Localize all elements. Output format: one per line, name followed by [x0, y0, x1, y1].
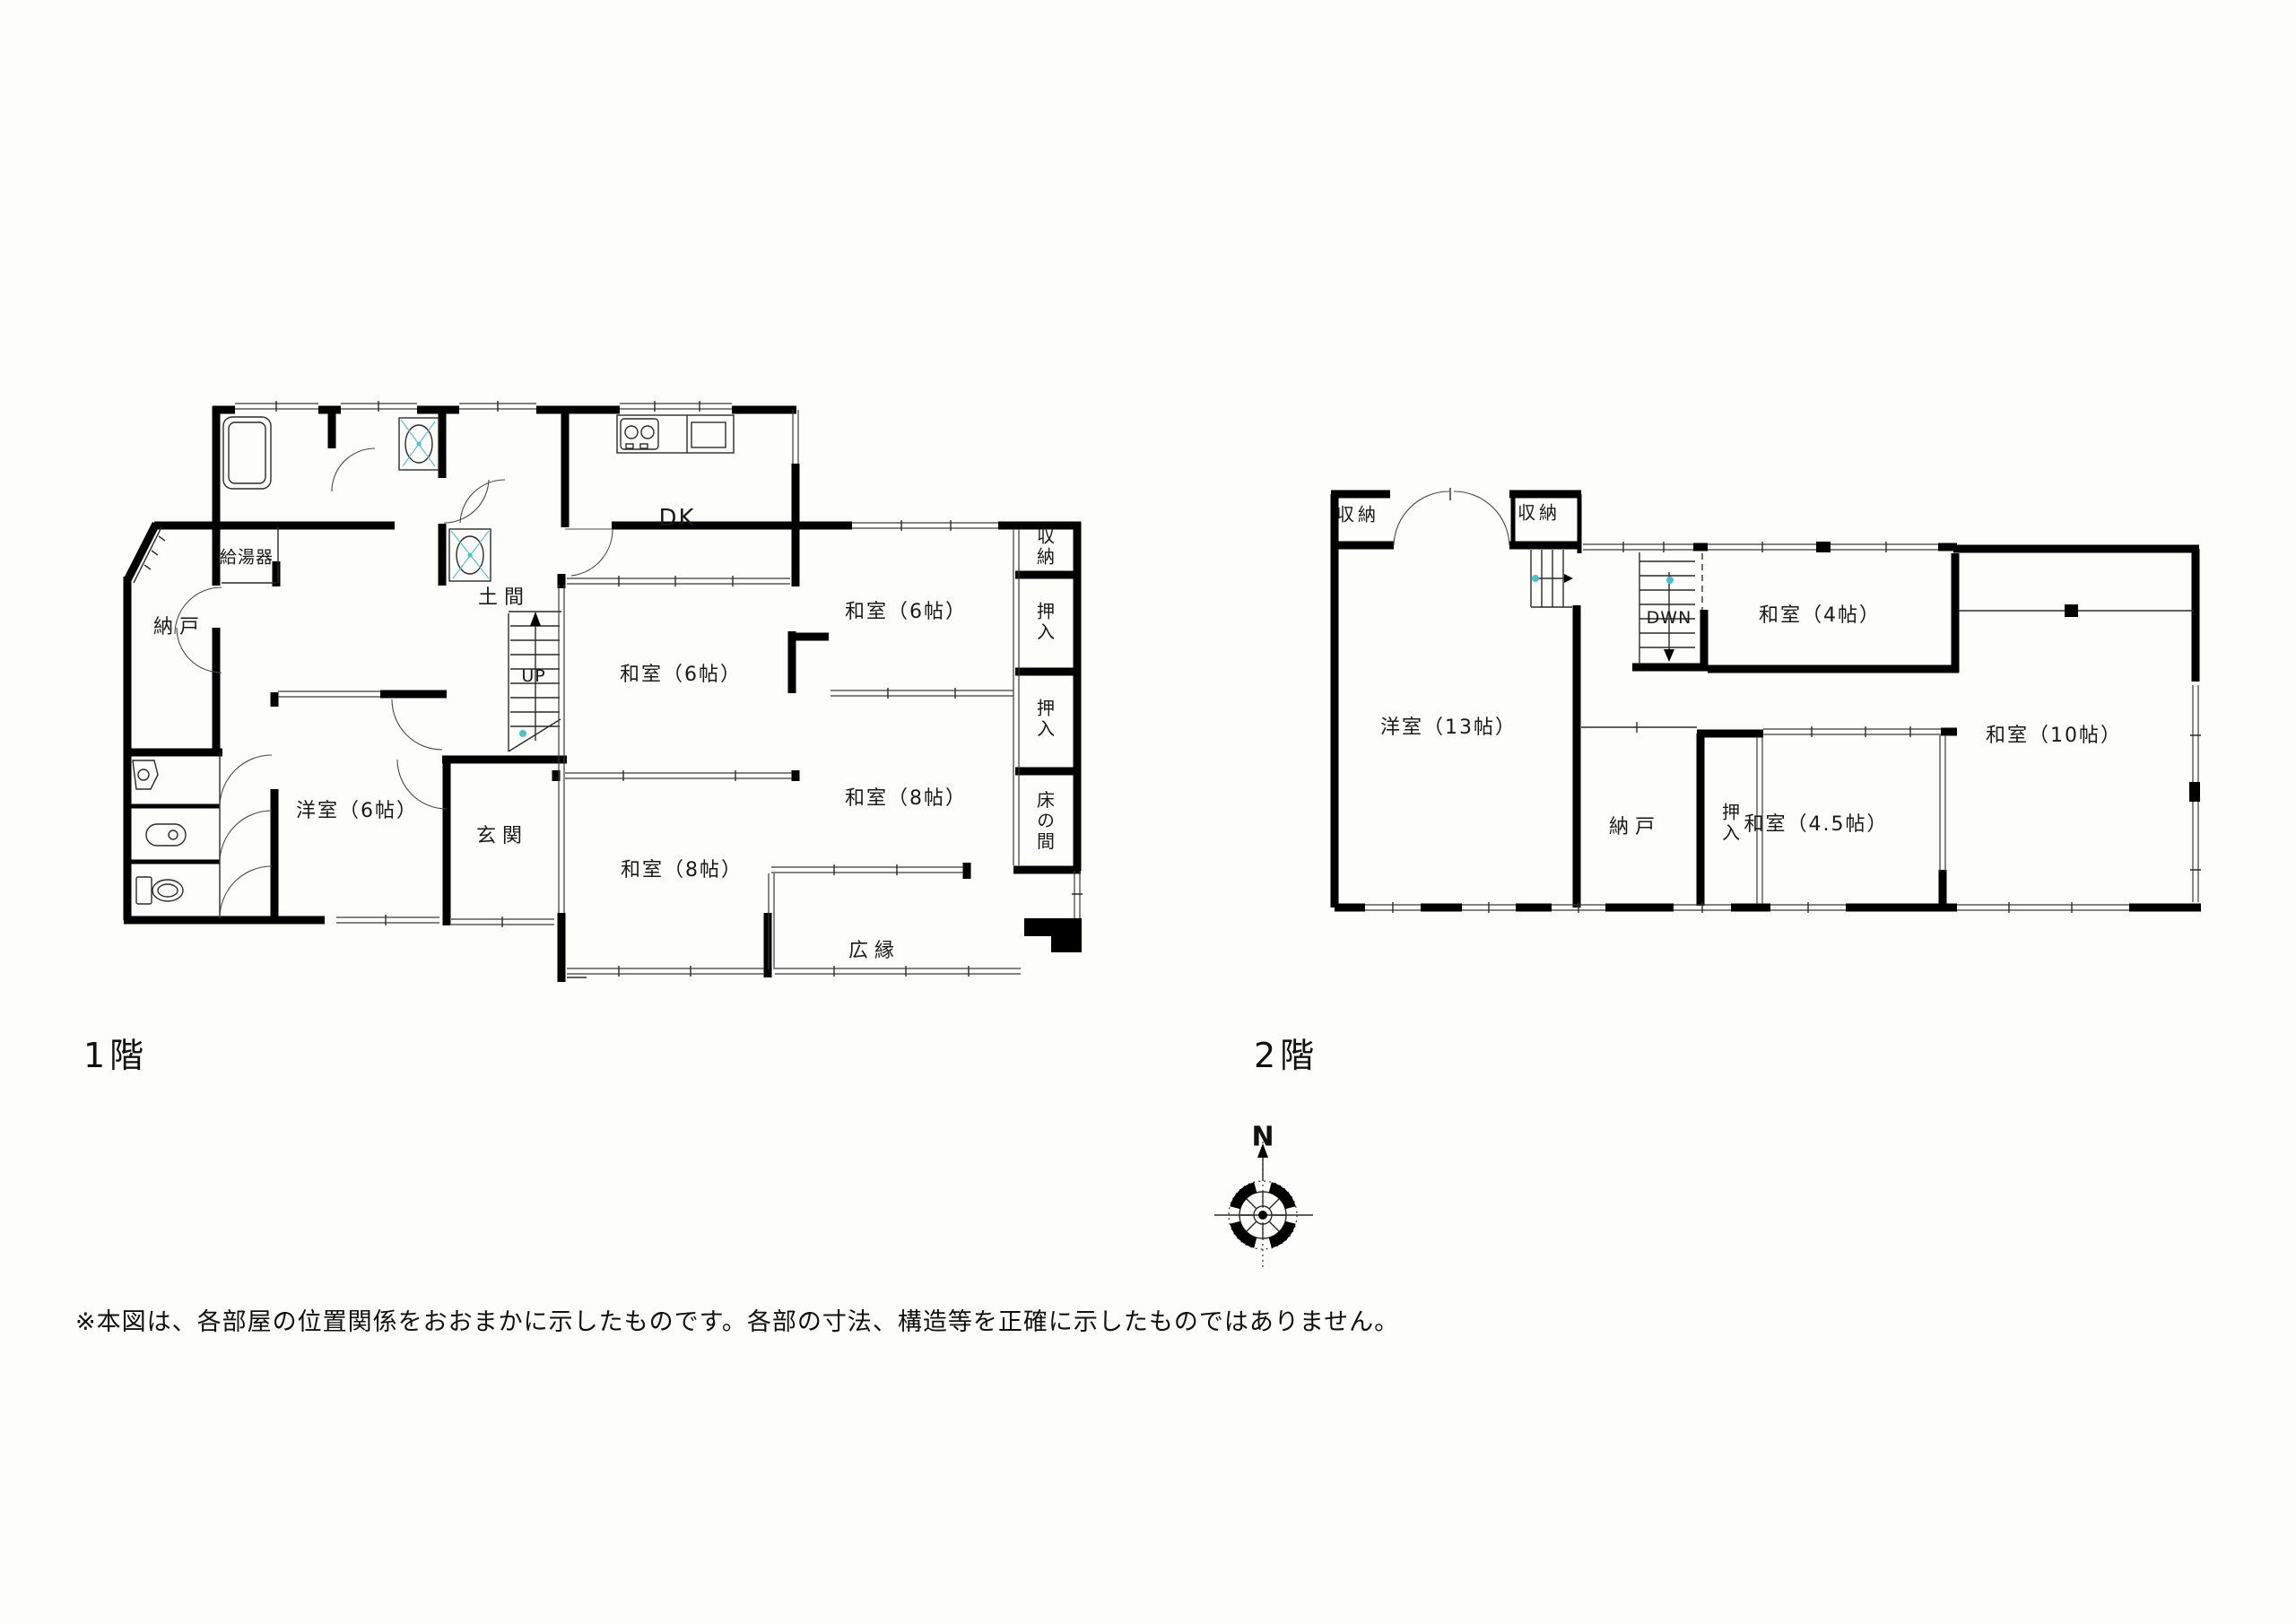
- toilet-icon: [145, 823, 187, 847]
- room-label-yoshitsu6: 洋室（6帖）: [296, 800, 418, 822]
- room-label-doma: 土間: [477, 586, 531, 609]
- room-label-oshiire-upper: 押入: [1033, 602, 1056, 643]
- north-label: N: [1251, 1121, 1274, 1153]
- room-label-dk: DK: [658, 505, 696, 532]
- hand-basin-icon: [132, 760, 159, 790]
- wall-post: [1816, 542, 1831, 552]
- room-label-oshiire-lower: 押入: [1033, 699, 1056, 740]
- floor2-title: 2階: [1254, 1036, 1319, 1075]
- floor1-plan: [123, 401, 1083, 982]
- floor2-walls: [1330, 490, 2201, 912]
- toilet-partition-walls: [127, 803, 220, 864]
- room-label-washitsu8-right: 和室（8帖）: [845, 787, 967, 810]
- wall-post-2: [2065, 604, 2078, 617]
- room-label-shuno-left: 収納: [1336, 503, 1379, 525]
- floor1-door-arcs: [174, 447, 613, 919]
- stairs-right-arrow-head: [1564, 574, 1573, 583]
- room-label-washitsu4: 和室（4帖）: [1759, 604, 1881, 627]
- kitchen-counter: [616, 414, 735, 454]
- floor1-windows: [235, 403, 1081, 975]
- room-label-washitsu8-center: 和室（8帖）: [621, 859, 743, 881]
- floor2-plan: [1330, 488, 2201, 913]
- room-label-nando-f2: 納戸: [1608, 816, 1662, 838]
- kitchen-sink-icon: [691, 421, 726, 448]
- closet-double-door-arcs: [1393, 491, 1510, 546]
- room-label-shuno-f1: 収納: [1033, 526, 1056, 568]
- room-label-washitsu6-center: 和室（6帖）: [620, 664, 742, 686]
- floor1-window-ticks: [275, 401, 1083, 977]
- room-label-washitsu45: 和室（4.5帖）: [1744, 813, 1889, 836]
- storage-diagonal-wall: [133, 526, 166, 584]
- room-label-washitsu10: 和室（10帖）: [1986, 725, 2122, 747]
- disclaimer-footnote: ※本図は、各部屋の位置関係をおおまかに示したものです。各部の寸法、構造等を正確に…: [75, 1308, 1400, 1336]
- stairs-down-label: DWN: [1646, 608, 1692, 628]
- room-label-hiroen: 広縁: [848, 940, 901, 962]
- north-arrow-icon: [1257, 1143, 1268, 1158]
- room-label-washitsu6-right: 和室（6帖）: [845, 601, 967, 623]
- stove-icon: [620, 418, 659, 450]
- up-arrow-head: [530, 612, 541, 626]
- wall-post-3: [2189, 782, 2200, 802]
- room-label-water-heater: 給湯器: [219, 547, 274, 568]
- floor2-closet-walls: [1510, 494, 1582, 553]
- toilet-icon-2: [135, 876, 184, 905]
- stairs-up-label: UP: [521, 666, 546, 686]
- floor1-title: 1階: [83, 1036, 149, 1075]
- room-label-storage: 納戸: [152, 616, 206, 638]
- down-arrow-head: [1664, 649, 1674, 662]
- room-label-yoshitsu13: 洋室（13帖）: [1380, 716, 1517, 739]
- stair-marker-dot-down: [1666, 577, 1674, 584]
- room-label-shuno-right: 収納: [1518, 501, 1561, 524]
- washbasin-icon-2: [448, 528, 491, 582]
- bathtub-icon: [222, 416, 272, 490]
- room-label-tokonoma: 床の間: [1033, 790, 1056, 853]
- room-label-oshiire-f2: 押入: [1718, 803, 1741, 844]
- floor1-walls: [123, 405, 1082, 982]
- compass-rose-icon: [1214, 1142, 1313, 1267]
- stair-marker-dot: [519, 730, 526, 737]
- stair-marker-dot-upper: [1532, 575, 1539, 582]
- room-label-genkan: 玄関: [475, 825, 529, 847]
- engawa-corner-block: [1024, 918, 1082, 952]
- washbasin-icon: [398, 417, 439, 471]
